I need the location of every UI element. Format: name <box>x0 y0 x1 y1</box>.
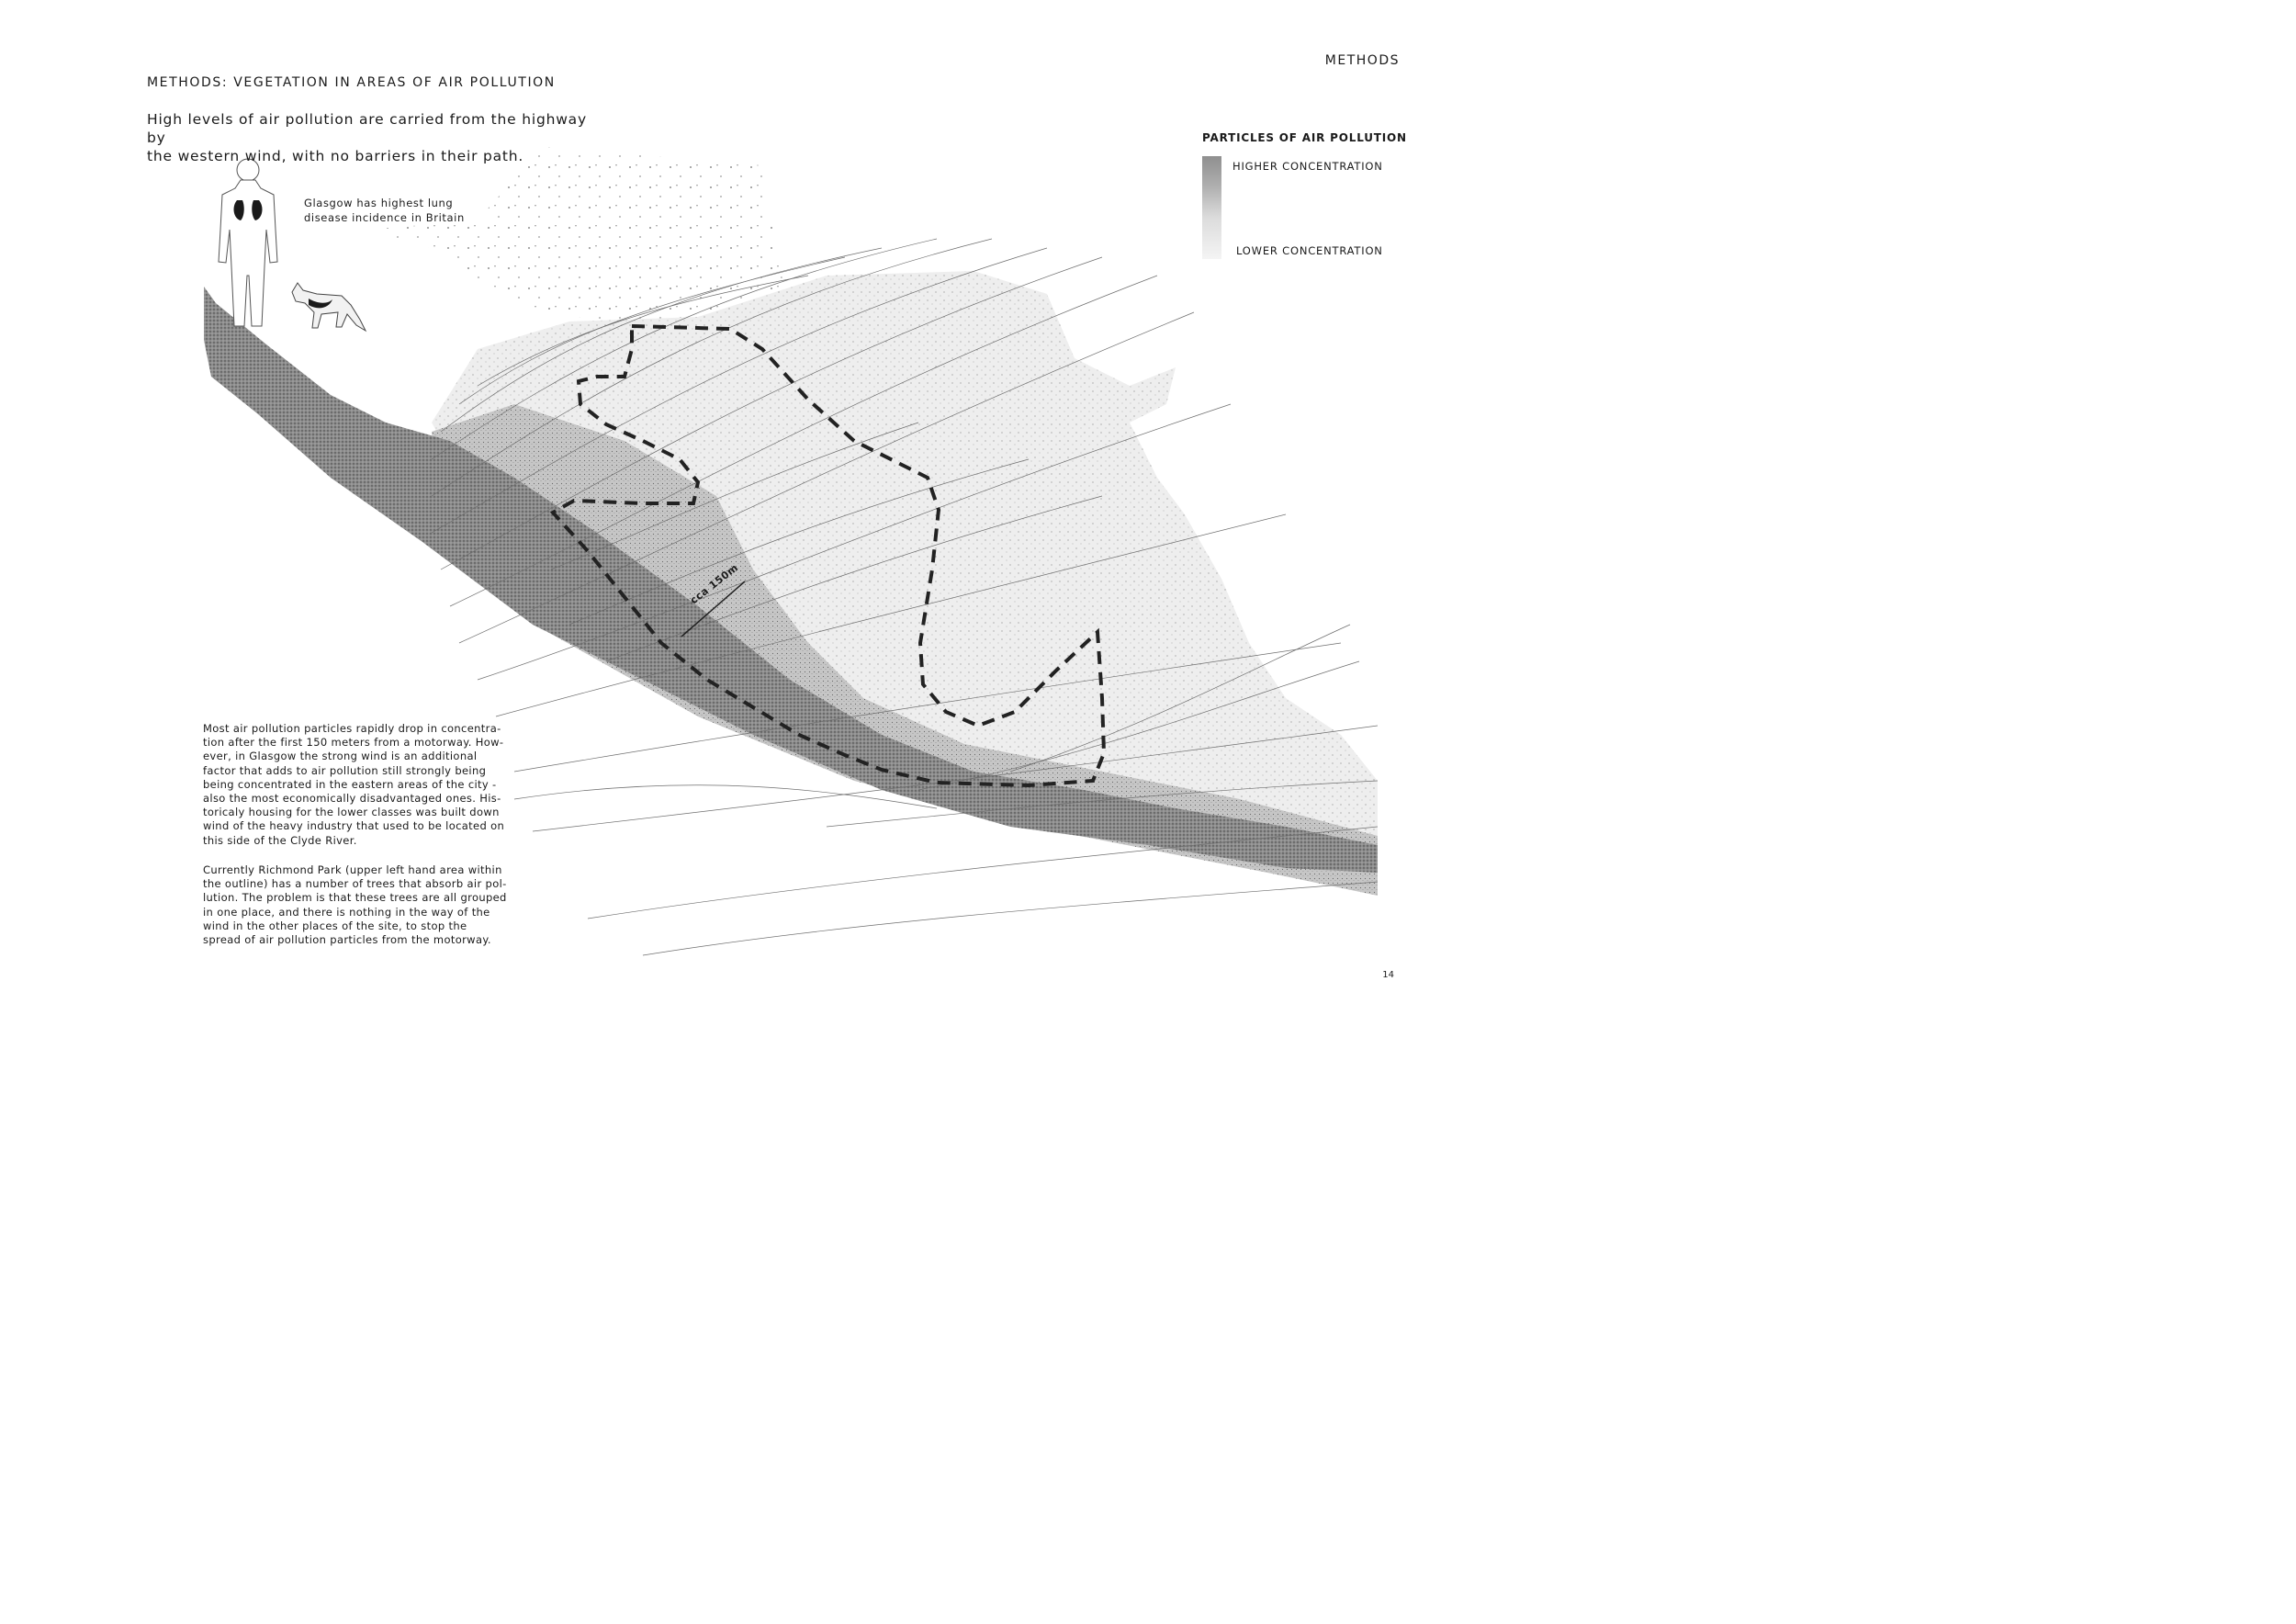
low-concentration-area <box>432 271 1378 882</box>
wind-lines <box>431 238 1379 956</box>
distance-scale-line <box>681 581 746 637</box>
body-line: spread of air pollution particles from t… <box>203 933 491 947</box>
sparse-particle-field <box>367 147 790 331</box>
section-label: METHODS <box>1324 53 1400 68</box>
intro-text: High levels of air pollution are carried… <box>147 110 606 165</box>
air-pollution-map <box>204 147 1379 956</box>
body-line: also the most economically disadvantaged… <box>203 792 501 806</box>
fox-icon <box>291 282 367 333</box>
caption-line: Glasgow has highest lung <box>304 197 454 209</box>
intro-line: High levels of air pollution are carried… <box>147 111 587 146</box>
body-line: ever, in Glasgow the strong wind is an a… <box>203 750 478 763</box>
body-paragraph-2: Currently Richmond Park (upper left hand… <box>203 863 524 947</box>
legend-high-label: HIGHER CONCENTRATION <box>1232 160 1383 173</box>
body-line: tion after the first 150 meters from a m… <box>203 736 504 750</box>
human-caption: Glasgow has highest lung disease inciden… <box>304 196 478 225</box>
intro-line: the western wind, with no barriers in th… <box>147 148 524 164</box>
medium-concentration-band <box>432 404 1378 896</box>
body-paragraph-1: Most air pollution particles rapidly dro… <box>203 722 524 848</box>
caption-line: disease incidence in Britain <box>304 211 465 224</box>
page-title: METHODS: VEGETATION IN AREAS OF AIR POLL… <box>147 75 556 90</box>
body-line: Currently Richmond Park (upper left hand… <box>203 863 502 876</box>
body-line: in one place, and there is nothing in th… <box>203 905 490 919</box>
body-line: this side of the Clyde River. <box>203 833 357 847</box>
body-line: Most air pollution particles rapidly dro… <box>203 722 501 735</box>
legend-title: PARTICLES OF AIR POLLUTION <box>1202 131 1407 144</box>
body-line: the outline) has a number of trees that … <box>203 877 507 891</box>
legend-gradient-swatch <box>1202 156 1221 259</box>
body-line: factor that adds to air pollution still … <box>203 763 487 777</box>
body-line: lution. The problem is that these trees … <box>203 891 507 905</box>
body-line: wind in the other places of the site, to… <box>203 919 467 932</box>
site-outline <box>549 323 1107 788</box>
human-lungs-icon <box>218 158 278 327</box>
body-line: toricaly housing for the lower classes w… <box>203 806 500 819</box>
body-line: wind of the heavy industry that used to … <box>203 819 505 833</box>
legend-low-label: LOWER CONCENTRATION <box>1236 244 1383 257</box>
body-line: being concentrated in the eastern areas … <box>203 777 497 791</box>
page-number: 14 <box>1382 970 1394 980</box>
